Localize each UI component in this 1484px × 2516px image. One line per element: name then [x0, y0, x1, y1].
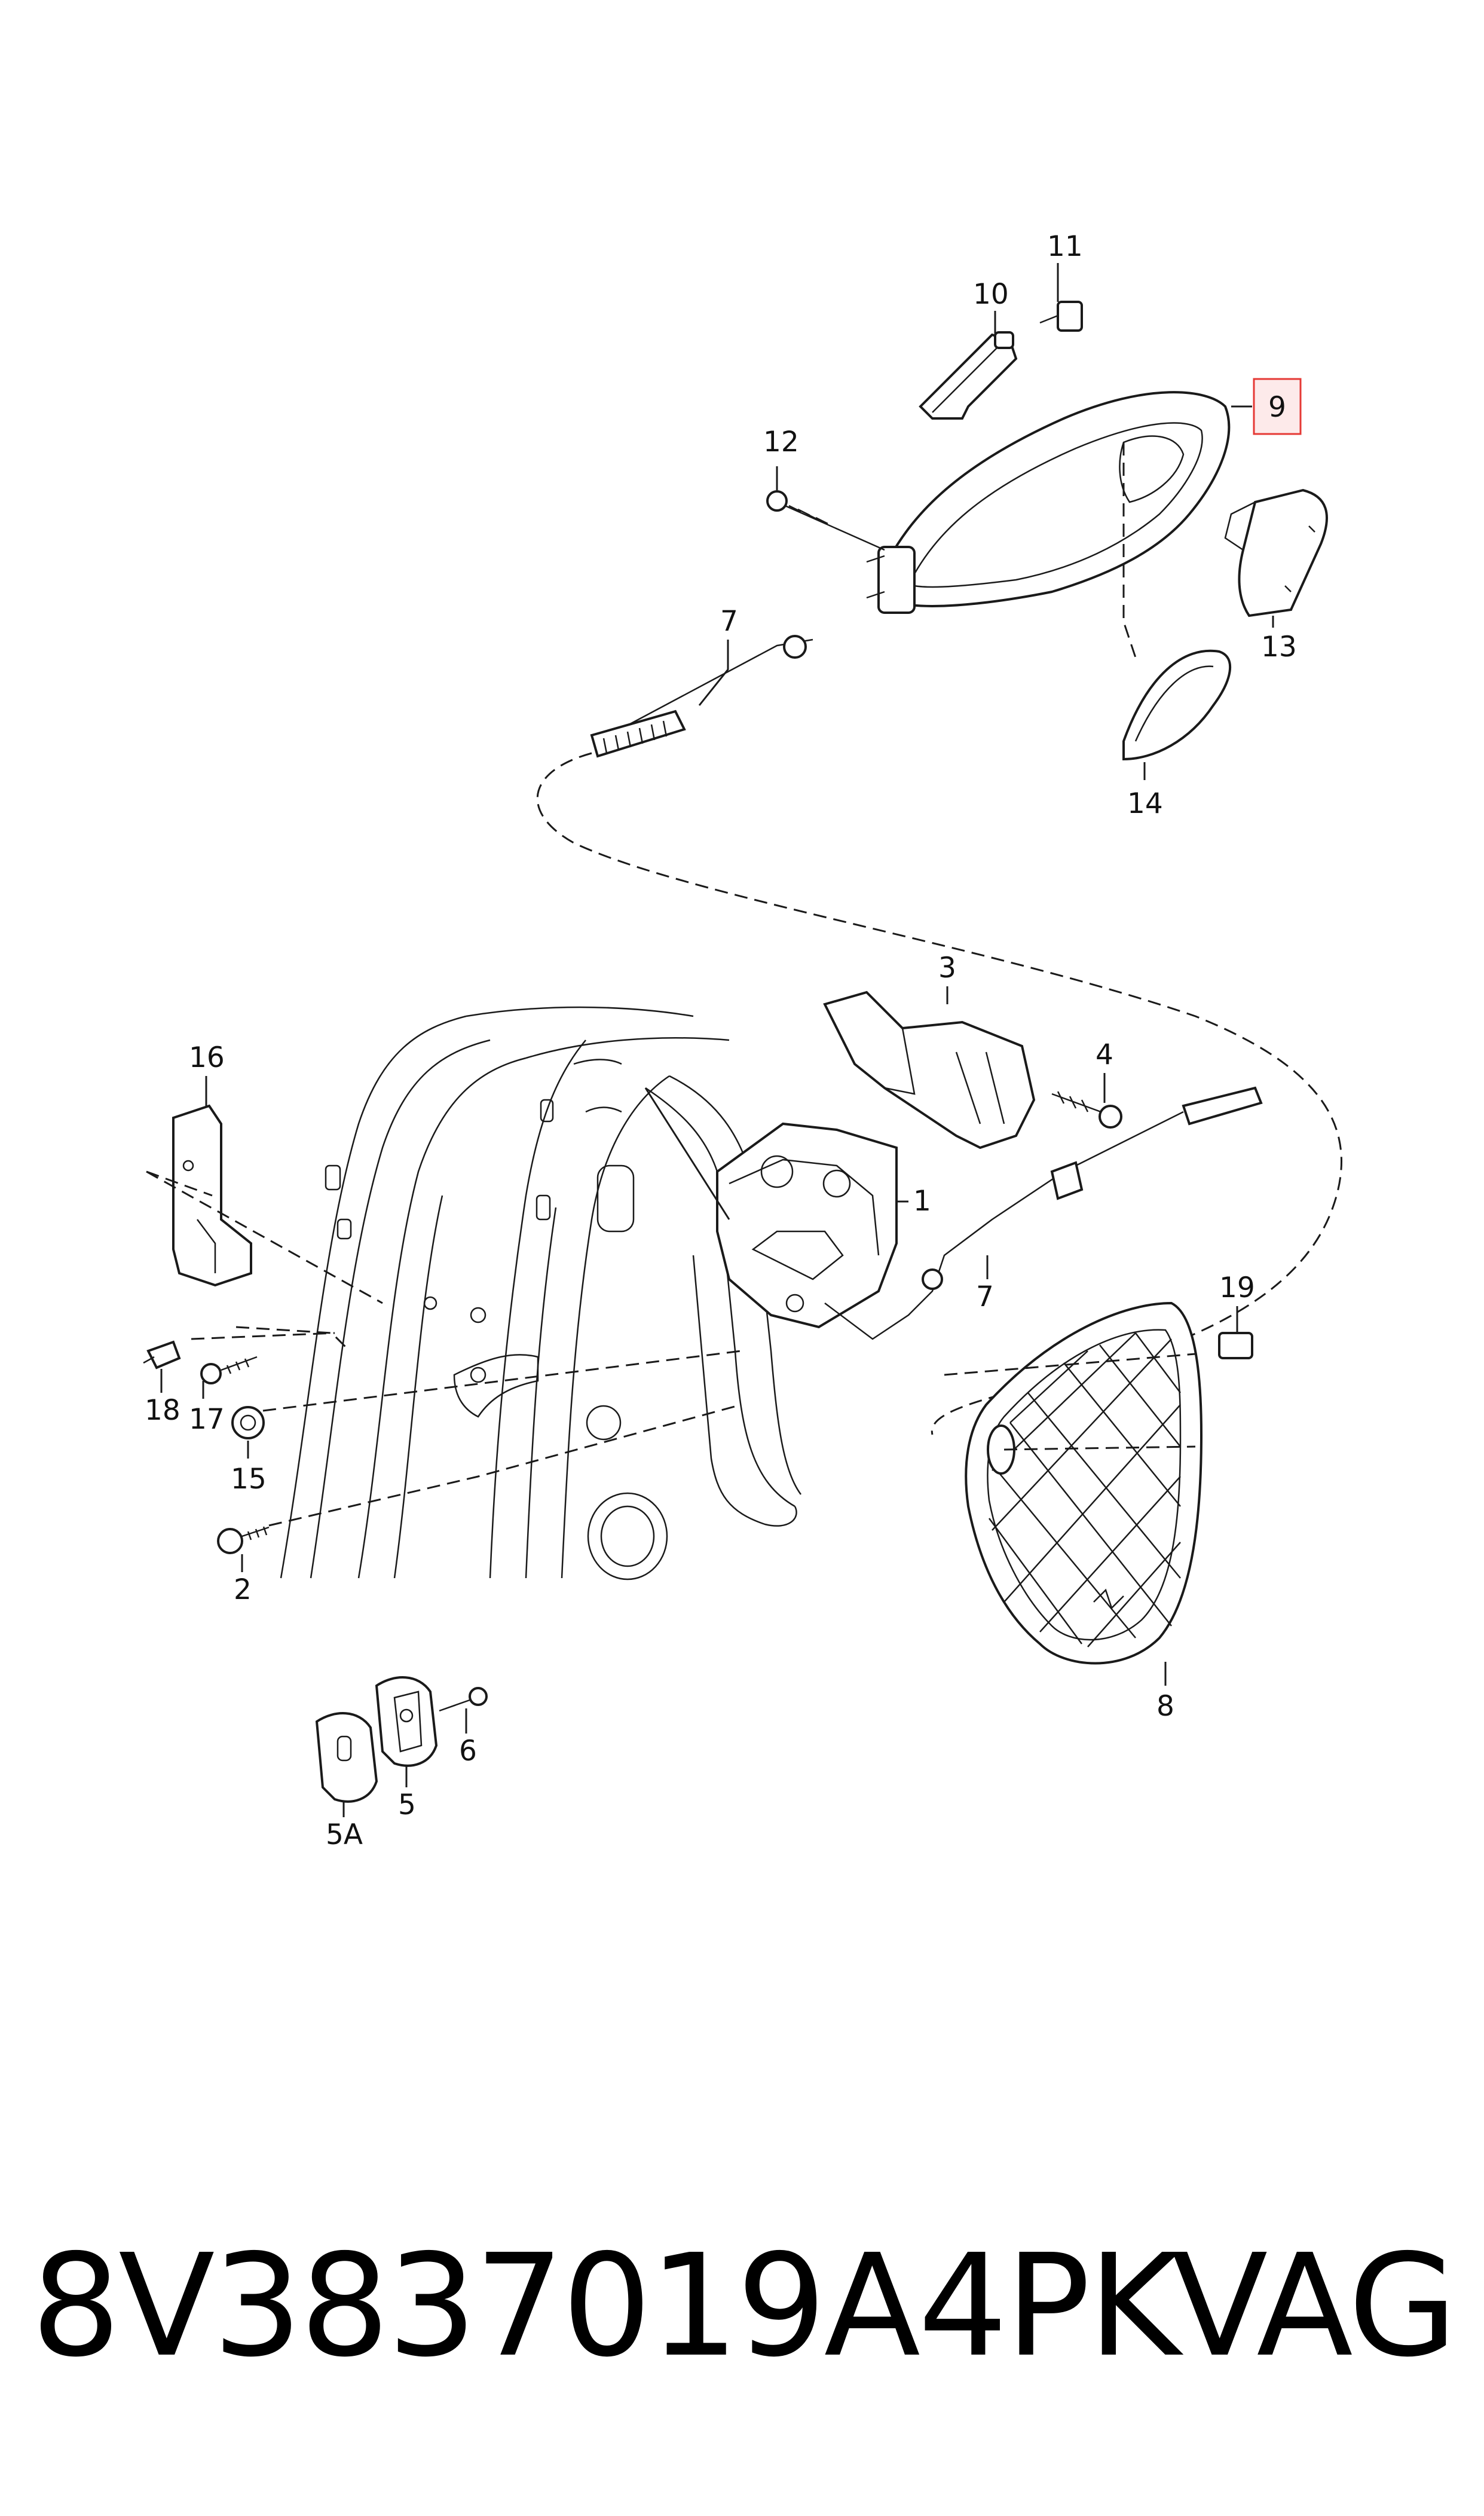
label-7-lower: 7: [976, 1280, 994, 1313]
label-5a: 5A: [326, 1818, 363, 1851]
label-19: 19: [1219, 1271, 1255, 1304]
label-9: 9: [1268, 391, 1286, 424]
callout-labels: 11 10 9 12 7 13 14 3 4 1 7 19 8 16 18 17…: [145, 230, 1297, 1851]
door-frame: [280, 1006, 802, 1580]
parts-diagram: 11 10 9 12 7 13 14 3 4 1 7 19 8 16 18 17…: [143, 230, 1342, 1851]
label-2: 2: [234, 1573, 252, 1606]
part-5a-plate: [315, 1712, 378, 1803]
label-18: 18: [145, 1394, 180, 1427]
part-13-switch: [1224, 488, 1328, 617]
leader-lines: [146, 263, 1274, 1817]
label-17: 17: [189, 1403, 225, 1436]
highlight-box-9: [1253, 378, 1302, 435]
leader-9-14: [1122, 442, 1137, 658]
brand-text: VAG: [1171, 2224, 1458, 2388]
label-4: 4: [1096, 1038, 1113, 1071]
part-7-cable-lower: [824, 1086, 1263, 1340]
part-6-screw: [439, 1687, 488, 1712]
part-3-cover: [823, 990, 1036, 1150]
label-6: 6: [459, 1735, 477, 1768]
label-10: 10: [973, 278, 1009, 311]
part-10-lever: [919, 331, 1018, 420]
part-1-lock: [716, 1122, 898, 1329]
label-14: 14: [1127, 787, 1163, 820]
label-7-upper: 7: [720, 605, 738, 638]
part-19-clip: [1218, 1332, 1253, 1359]
part-7-cable-upper: [590, 635, 813, 758]
label-15: 15: [231, 1463, 267, 1496]
label-8: 8: [1156, 1690, 1174, 1723]
label-3: 3: [938, 952, 956, 985]
part-2-screw: [217, 1526, 270, 1554]
part-number-text: 8V3837019A4PK: [31, 2224, 1180, 2388]
label-16: 16: [189, 1041, 225, 1074]
part-5-plate: [375, 1676, 438, 1767]
label-5: 5: [398, 1789, 416, 1821]
label-13: 13: [1261, 631, 1297, 664]
part-8-mesh-cover: [965, 1301, 1203, 1665]
part-9-inner-handle: [866, 391, 1231, 614]
part-17-screw: [200, 1356, 258, 1384]
part-18-clip: [143, 1340, 181, 1369]
label-12: 12: [763, 426, 799, 458]
label-1: 1: [913, 1185, 931, 1218]
part-11-connector: [1039, 301, 1083, 332]
label-11: 11: [1047, 230, 1083, 263]
part-15-nut: [231, 1406, 265, 1439]
part-4-screw: [1051, 1091, 1122, 1129]
part-12-screw: [766, 490, 885, 551]
part-14-trim: [1122, 649, 1232, 761]
